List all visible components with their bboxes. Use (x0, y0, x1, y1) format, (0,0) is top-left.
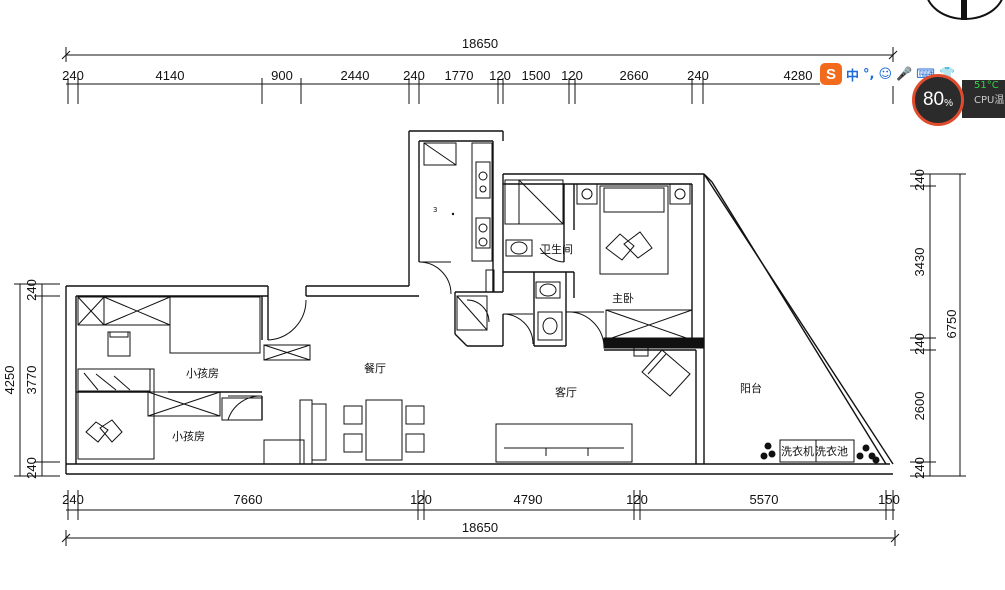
svg-text:240: 240 (24, 457, 39, 479)
cpu-label: CPU温 (974, 95, 1005, 106)
ime-emoji-icon[interactable]: ☺ (878, 66, 893, 82)
plant-icon (760, 442, 880, 464)
svg-text:3430: 3430 (912, 248, 927, 277)
svg-text:3770: 3770 (24, 366, 39, 395)
room-living: 客厅 (555, 385, 577, 399)
svg-text:240: 240 (24, 279, 39, 301)
svg-text:240: 240 (403, 68, 425, 83)
svg-text:4140: 4140 (156, 68, 185, 83)
master-furniture (576, 183, 705, 397)
doors (227, 247, 605, 421)
room-bathroom: 卫生间 (540, 242, 573, 256)
left-dimension-lines (14, 283, 60, 477)
laundry-machine-label: 洗衣机 (781, 444, 814, 458)
bottom-dimension-lines (61, 490, 900, 546)
living-furniture (495, 423, 633, 463)
balcony-furniture (760, 439, 880, 464)
svg-text:2660: 2660 (620, 68, 649, 83)
svg-text:120: 120 (489, 68, 511, 83)
kitchen-mark: 3 (433, 206, 437, 214)
svg-text:240: 240 (912, 333, 927, 355)
svg-text:120: 120 (561, 68, 583, 83)
svg-text:150: 150 (878, 492, 900, 507)
kitchen-furniture (423, 142, 495, 331)
svg-text:240: 240 (912, 457, 927, 479)
svg-text:4280: 4280 (784, 68, 813, 83)
top-ticks (67, 78, 894, 104)
ime-punctuation[interactable]: °, (863, 66, 875, 82)
top-dimension-lines (61, 47, 898, 104)
cpu-info-panel: 51°C CPU温 (962, 80, 1005, 118)
laundry-sink-label: 洗衣池 (815, 444, 848, 458)
svg-text:4250: 4250 (2, 366, 17, 395)
bottom-total: 18650 (462, 520, 498, 535)
svg-text:240: 240 (687, 68, 709, 83)
svg-text:120: 120 (410, 492, 432, 507)
left-dimension-labels: 4250 240 3770 240 (2, 279, 39, 479)
ime-voice-icon[interactable]: 🎤 (896, 66, 913, 82)
svg-text:240: 240 (912, 169, 927, 191)
svg-text:5570: 5570 (750, 492, 779, 507)
right-dimension-labels: 240 3430 240 2600 240 6750 (912, 169, 959, 479)
kids-room-1-furniture (77, 296, 311, 361)
svg-text:240: 240 (62, 68, 84, 83)
svg-text:900: 900 (271, 68, 293, 83)
room-labels: 小孩房 小孩房 餐厅 客厅 卫生间 主卧 阳台 洗衣机 洗衣池 3 (172, 206, 848, 458)
kids-room-2-furniture (77, 368, 305, 465)
sogou-logo-icon[interactable]: S (820, 63, 842, 85)
svg-text:2600: 2600 (912, 392, 927, 421)
cpu-monitor-widget[interactable]: 51°C CPU温 80% (912, 74, 1005, 128)
cpu-usage-ring: 80% (912, 74, 964, 126)
svg-text:120: 120 (626, 492, 648, 507)
dining-furniture (299, 399, 425, 465)
room-kids-1: 小孩房 (186, 367, 219, 380)
room-balcony: 阳台 (740, 381, 762, 395)
svg-text:6750: 6750 (944, 310, 959, 339)
svg-text:2440: 2440 (341, 68, 370, 83)
svg-text:1500: 1500 (522, 68, 551, 83)
room-kids-2: 小孩房 (172, 430, 205, 443)
cpu-percent: 80 (922, 89, 945, 110)
bathroom-furniture (504, 179, 564, 341)
svg-text:240: 240 (62, 492, 84, 507)
cpu-percent-unit: % (944, 97, 954, 109)
top-total: 18650 (462, 36, 498, 51)
svg-text:4790: 4790 (514, 492, 543, 507)
bottom-dimension-labels: 240 7660 120 4790 120 5570 150 18650 (62, 492, 900, 535)
walls (65, 130, 894, 475)
ime-chinese-mode[interactable]: 中 (846, 68, 860, 84)
right-dimension-lines (910, 173, 966, 477)
top-dimension-labels: 18650 240 4140 900 2440 240 1770 120 150… (62, 36, 812, 83)
room-dining: 餐厅 (364, 361, 386, 375)
room-master: 主卧 (612, 292, 634, 305)
svg-text:1770: 1770 (445, 68, 474, 83)
cpu-temp: 51°C (974, 80, 999, 91)
svg-text:7660: 7660 (234, 492, 263, 507)
ime-toolbar[interactable]: S 中 °, ☺ 🎤 ⌨ 👕 (820, 62, 1005, 86)
